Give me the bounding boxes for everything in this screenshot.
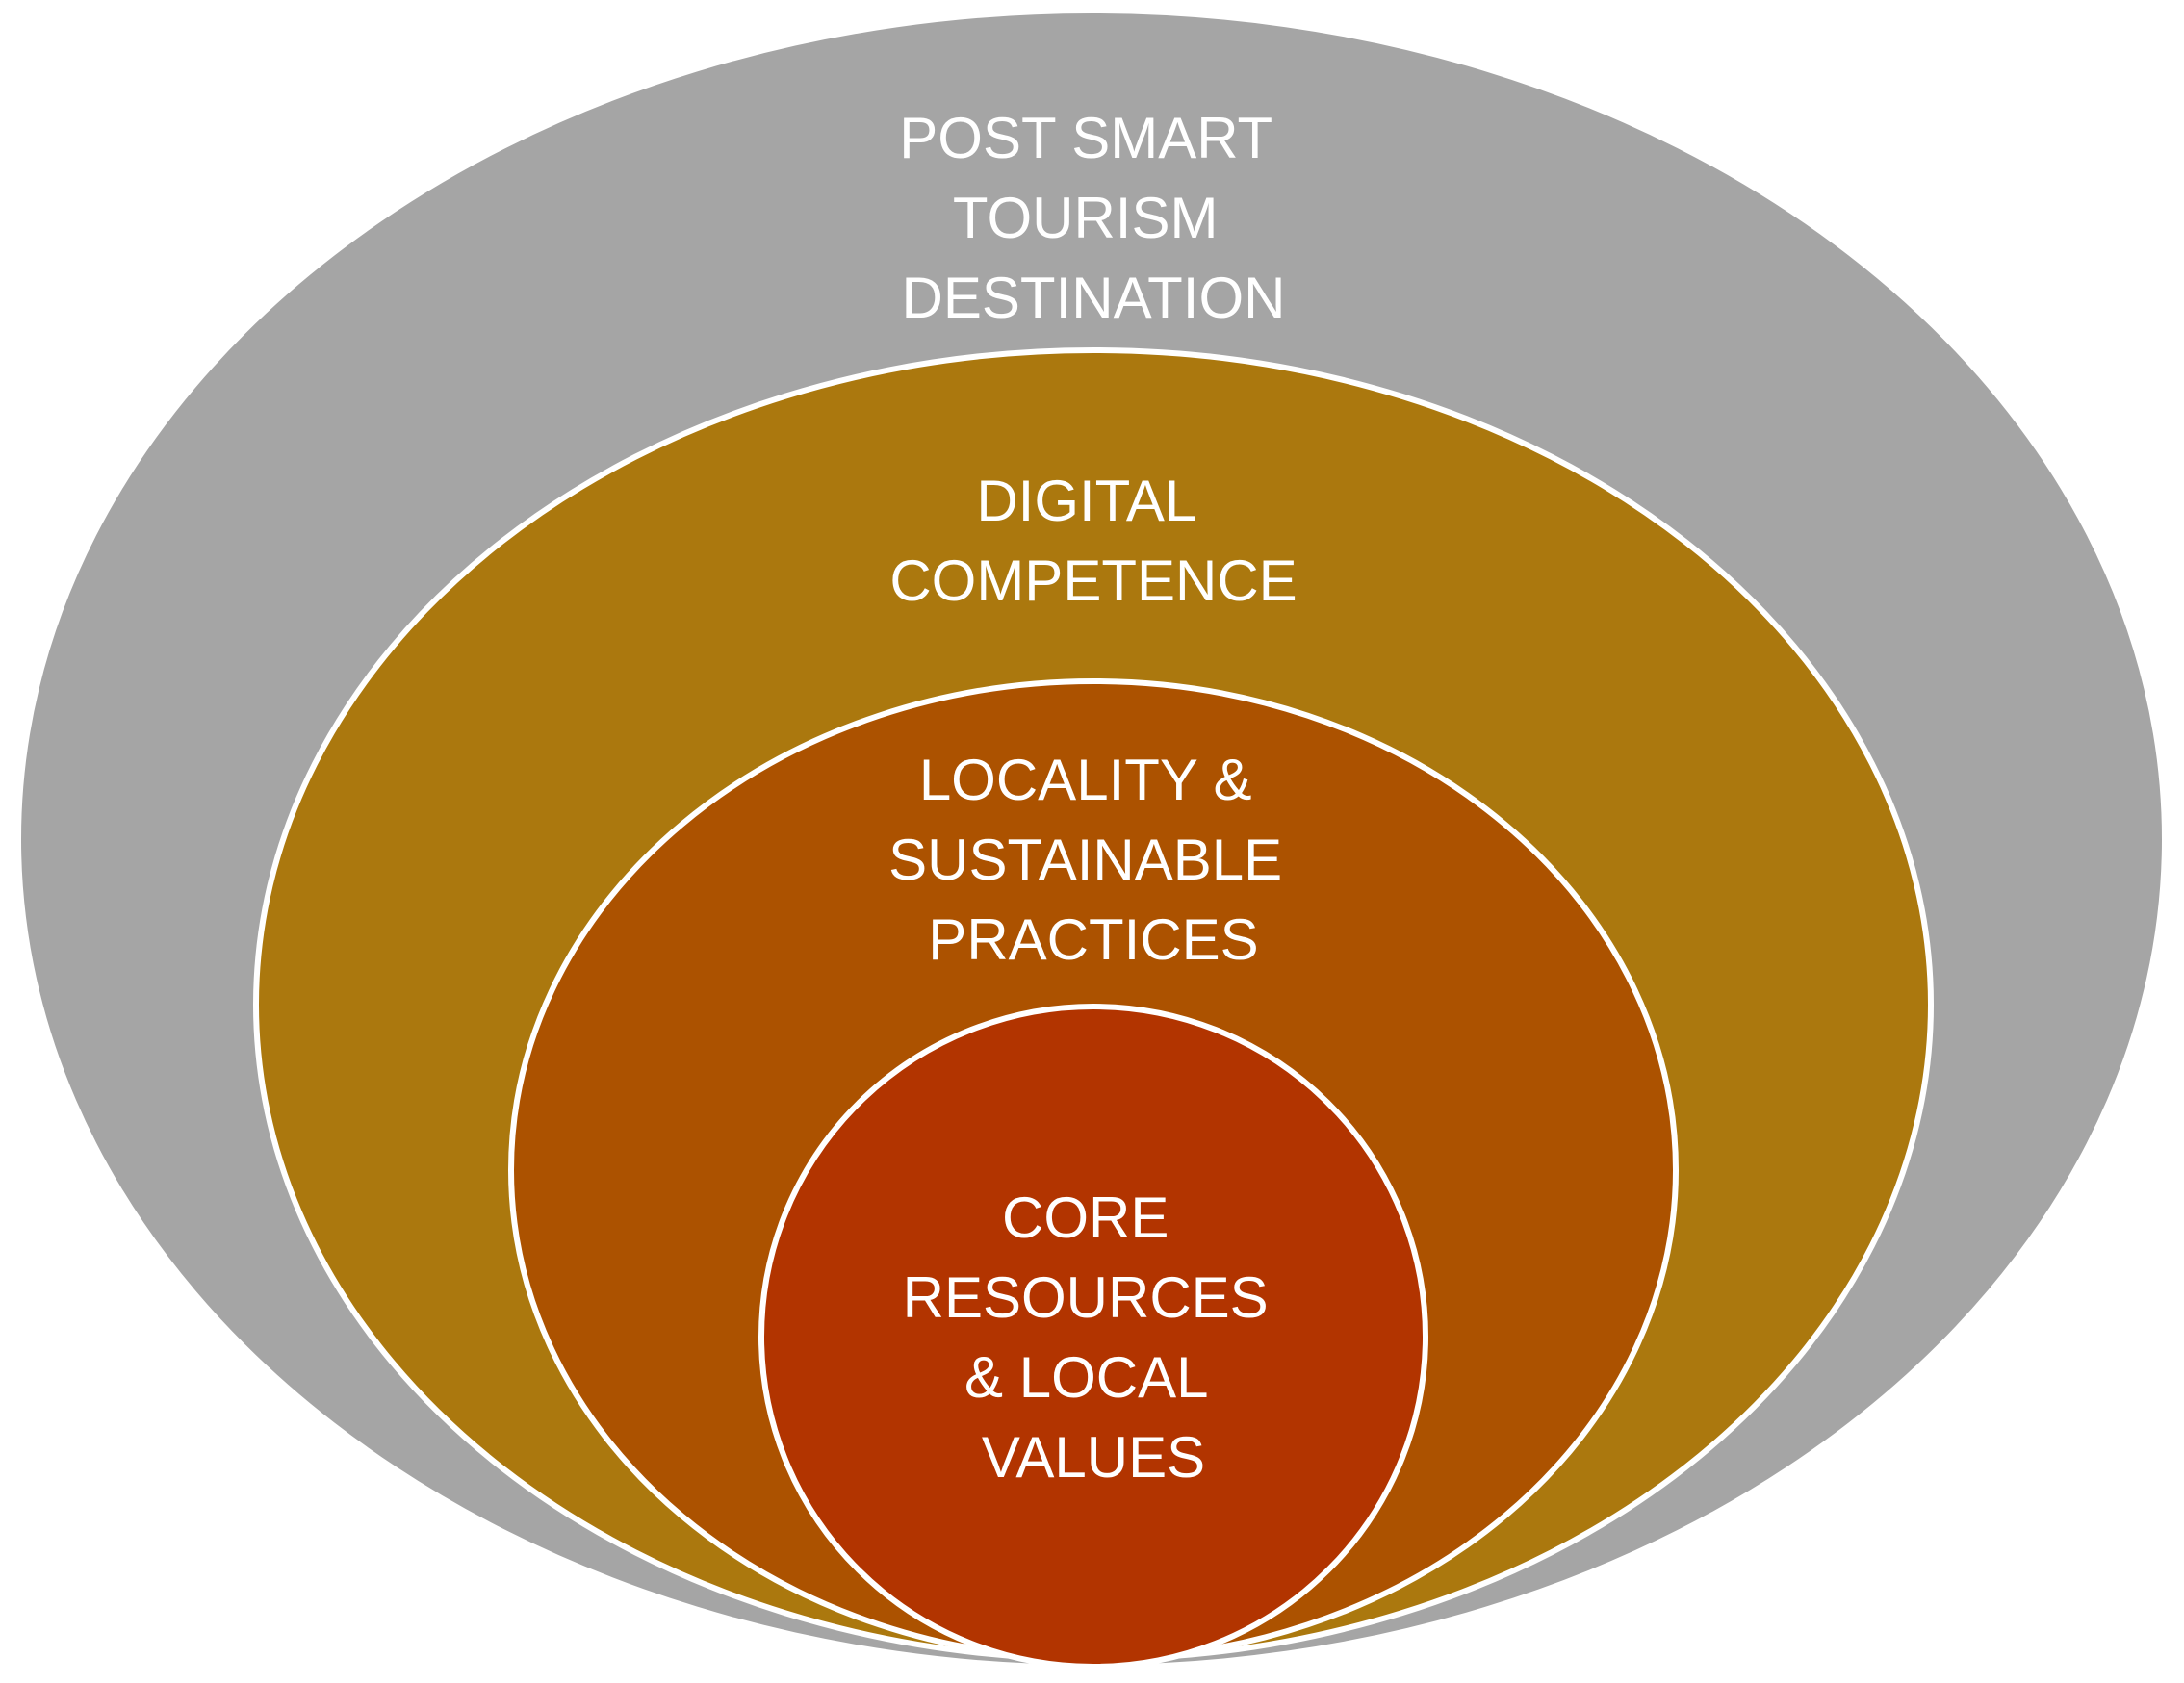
label-line: TOURISM (953, 186, 1219, 250)
layer-label-core: CORE RESOURCES & LOCAL VALUES (903, 1186, 1285, 1490)
layer-label-outer: POST SMART TOURISM DESTINATION (899, 106, 1287, 330)
label-line: SUSTAINABLE (888, 828, 1282, 892)
label-line: DESTINATION (902, 266, 1286, 330)
layer-label-locality: LOCALITY & SUSTAINABLE PRACTICES (888, 748, 1298, 972)
label-line: LOCALITY & (919, 748, 1252, 812)
label-line: VALUES (982, 1425, 1205, 1490)
label-line: POST SMART (899, 106, 1272, 170)
label-line: COMPETENCE (889, 548, 1297, 613)
layer-label-digital: DIGITAL COMPETENCE (889, 469, 1297, 613)
layer-ellipse-core (758, 1004, 1428, 1670)
label-line: CORE (1002, 1186, 1169, 1250)
label-line: & LOCAL (964, 1345, 1207, 1410)
label-line: RESOURCES (903, 1265, 1269, 1330)
label-line: DIGITAL (976, 469, 1195, 533)
label-line: PRACTICES (928, 907, 1258, 972)
